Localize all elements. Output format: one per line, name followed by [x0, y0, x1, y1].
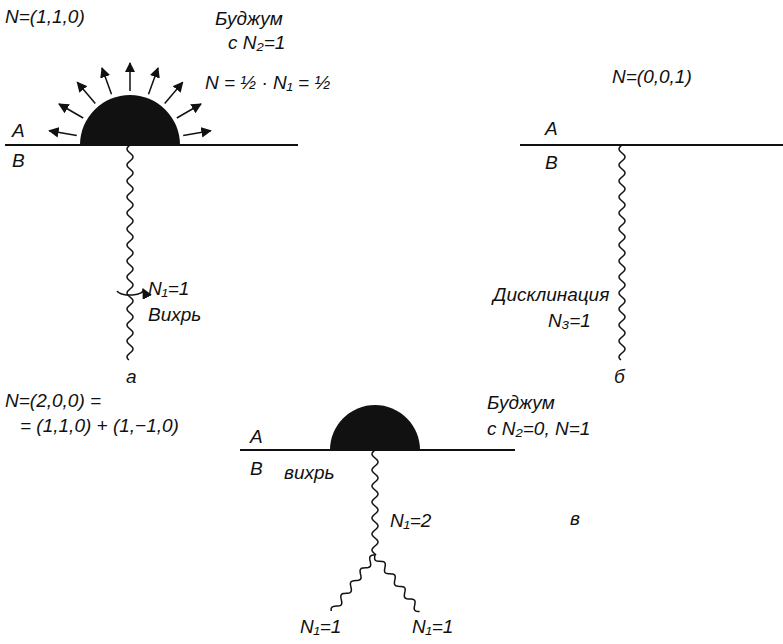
- phase-label: B: [250, 458, 263, 480]
- disclination-line: [619, 145, 625, 360]
- vortex-line: [375, 555, 420, 612]
- boojum-dome: [330, 405, 420, 450]
- wavy-lines: [127, 145, 625, 612]
- interface-line: [520, 144, 783, 146]
- panel-letter: в: [570, 508, 580, 530]
- director-arrow: [165, 82, 183, 103]
- vortex-line: [331, 555, 375, 611]
- director-arrow: [59, 104, 83, 118]
- phase-label: A: [12, 120, 25, 142]
- state-vector: N=(1,1,0): [5, 6, 85, 28]
- vortex-line: [127, 145, 133, 360]
- boojum-rays: [49, 63, 211, 136]
- state-vector-sum: = (1,1,0) + (1,−1,0): [20, 415, 179, 437]
- phase-label: B: [545, 152, 558, 174]
- boojum-label: Буджум: [215, 8, 283, 30]
- phase-label: A: [250, 426, 263, 448]
- disclination-number: N₃=1: [548, 310, 591, 332]
- boojum-charge: с N₂=1: [228, 32, 285, 54]
- boojum-label: Буджум: [487, 392, 555, 414]
- director-arrow: [102, 68, 112, 94]
- director-arrow: [149, 68, 159, 94]
- panel-letter: б: [614, 366, 625, 388]
- director-arrow: [183, 131, 211, 136]
- rotation-arrow: [117, 289, 143, 295]
- panel-letter: а: [126, 366, 137, 388]
- state-vector: N=(2,0,0) =: [5, 390, 101, 412]
- director-arrow: [129, 63, 131, 91]
- charge-formula: N = ½ · N₁ = ½: [205, 72, 330, 94]
- phase-label: A: [545, 118, 558, 140]
- boojum-charge: с N₂=0, N=1: [487, 418, 590, 440]
- vortex-number: N₁=1: [148, 278, 189, 300]
- vortex-number: N₁=1: [412, 616, 453, 638]
- director-arrow: [177, 104, 201, 118]
- state-vector: N=(0,0,1): [612, 66, 692, 88]
- vortex-line: [372, 450, 378, 555]
- director-arrow: [49, 131, 77, 136]
- director-arrow: [77, 82, 95, 103]
- vortex-number: N₁=2: [390, 510, 431, 532]
- vortex-label: вихрь: [284, 462, 335, 484]
- disclination-label: Дисклинация: [493, 284, 609, 306]
- phase-label: B: [12, 150, 25, 172]
- vortex-label: Вихрь: [148, 304, 201, 326]
- vortex-number: N₁=1: [300, 616, 341, 638]
